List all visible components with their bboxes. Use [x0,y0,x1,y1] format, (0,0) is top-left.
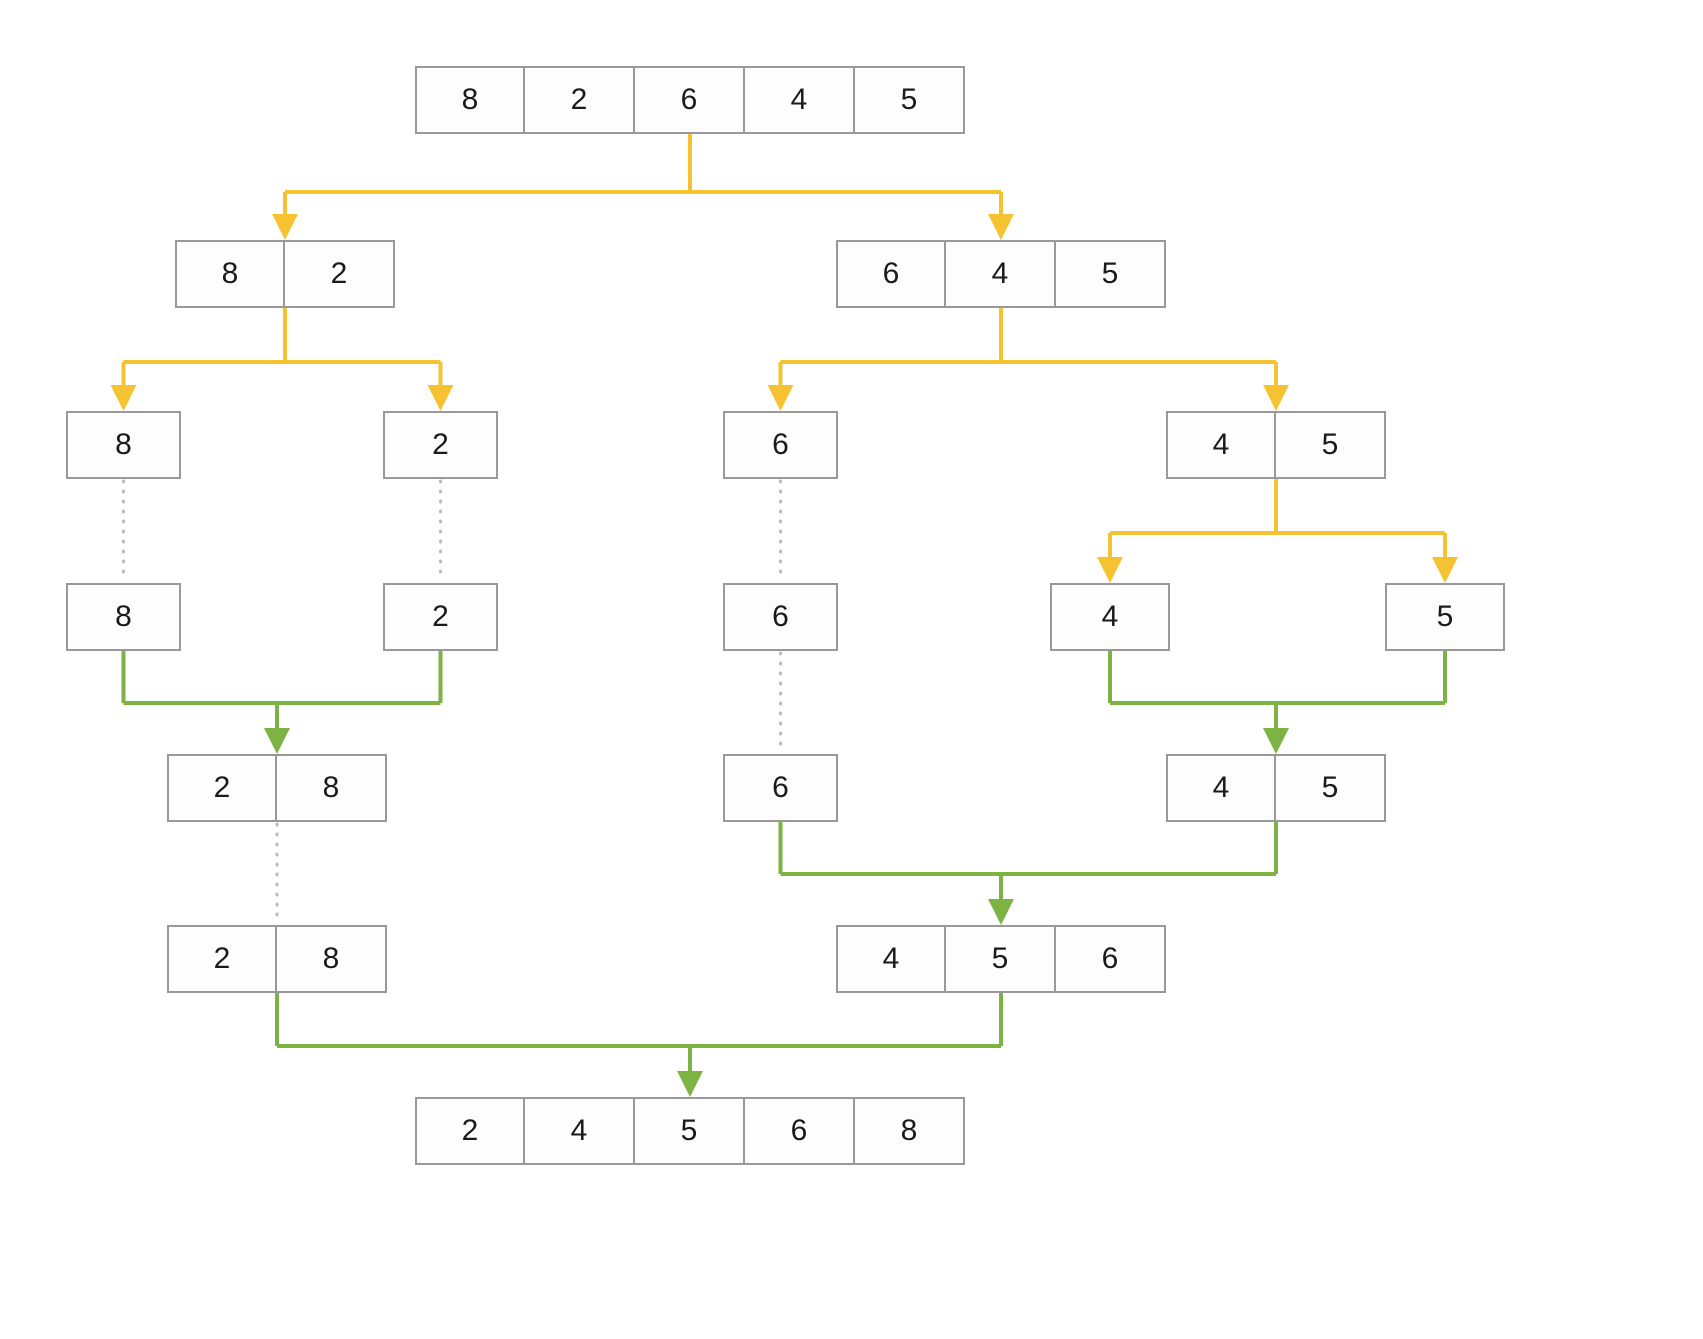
array-cell: 5 [1276,754,1386,822]
array-cell: 5 [1276,411,1386,479]
split-arrow-icon [988,214,1014,240]
array-node-carry-6-lower: 6 [723,754,838,822]
array-cell: 6 [1056,925,1166,993]
split-arrow-icon [110,385,137,411]
array-node-carry-8: 8 [66,583,181,651]
split-arrow-icon [767,385,794,411]
array-node-leaf-8: 8 [66,411,181,479]
array-cell: 8 [415,66,525,134]
split-edge-group [110,308,454,411]
split-arrow-icon [1097,557,1123,583]
array-cell: 2 [525,66,635,134]
array-cell: 4 [946,240,1056,308]
array-node-leaf-2: 2 [383,411,498,479]
array-cell: 6 [723,411,838,479]
merge-arrow-icon [1263,728,1289,754]
array-cell: 4 [745,66,855,134]
array-node-leaf-4: 4 [1050,583,1170,651]
array-cell: 2 [383,411,498,479]
merge-arrow-icon [264,728,290,754]
split-arrow-icon [272,214,298,240]
array-cell: 8 [855,1097,965,1165]
array-cell: 2 [415,1097,525,1165]
array-cell: 8 [277,754,387,822]
merge-edge-group [1108,651,1447,754]
merge-arrow-icon [988,899,1014,925]
array-cell: 4 [525,1097,635,1165]
split-edge-group [767,308,1289,411]
merge-arrow-icon [677,1071,703,1097]
array-node-carry-2: 2 [383,583,498,651]
array-cell: 8 [277,925,387,993]
array-cell: 5 [1056,240,1166,308]
array-cell: 5 [855,66,965,134]
array-node-carry-6: 6 [723,583,838,651]
array-cell: 2 [285,240,395,308]
array-cell: 4 [1166,411,1276,479]
array-cell: 6 [723,754,838,822]
array-cell: 2 [167,754,277,822]
array-node-leaf-5: 5 [1385,583,1505,651]
array-cell: 6 [745,1097,855,1165]
array-cell: 8 [66,411,181,479]
array-cell: 4 [1166,754,1276,822]
array-cell: 8 [175,240,285,308]
array-node-leaf-6: 6 [723,411,838,479]
array-cell: 5 [946,925,1056,993]
split-arrow-icon [1432,557,1458,583]
array-cell: 6 [723,583,838,651]
split-edge-group [1097,479,1458,583]
array-cell: 5 [635,1097,745,1165]
array-cell: 2 [383,583,498,651]
array-cell: 5 [1385,583,1505,651]
merge-edge-group [275,993,1003,1097]
array-cell: 4 [1050,583,1170,651]
array-cell: 8 [66,583,181,651]
split-arrow-icon [427,385,454,411]
merge-edge-group [121,651,443,754]
array-cell: 4 [836,925,946,993]
split-edge-group [272,134,1014,240]
array-cell: 6 [836,240,946,308]
split-arrow-icon [1263,385,1289,411]
array-cell: 2 [167,925,277,993]
array-cell: 6 [635,66,745,134]
merge-edge-group [778,822,1278,925]
